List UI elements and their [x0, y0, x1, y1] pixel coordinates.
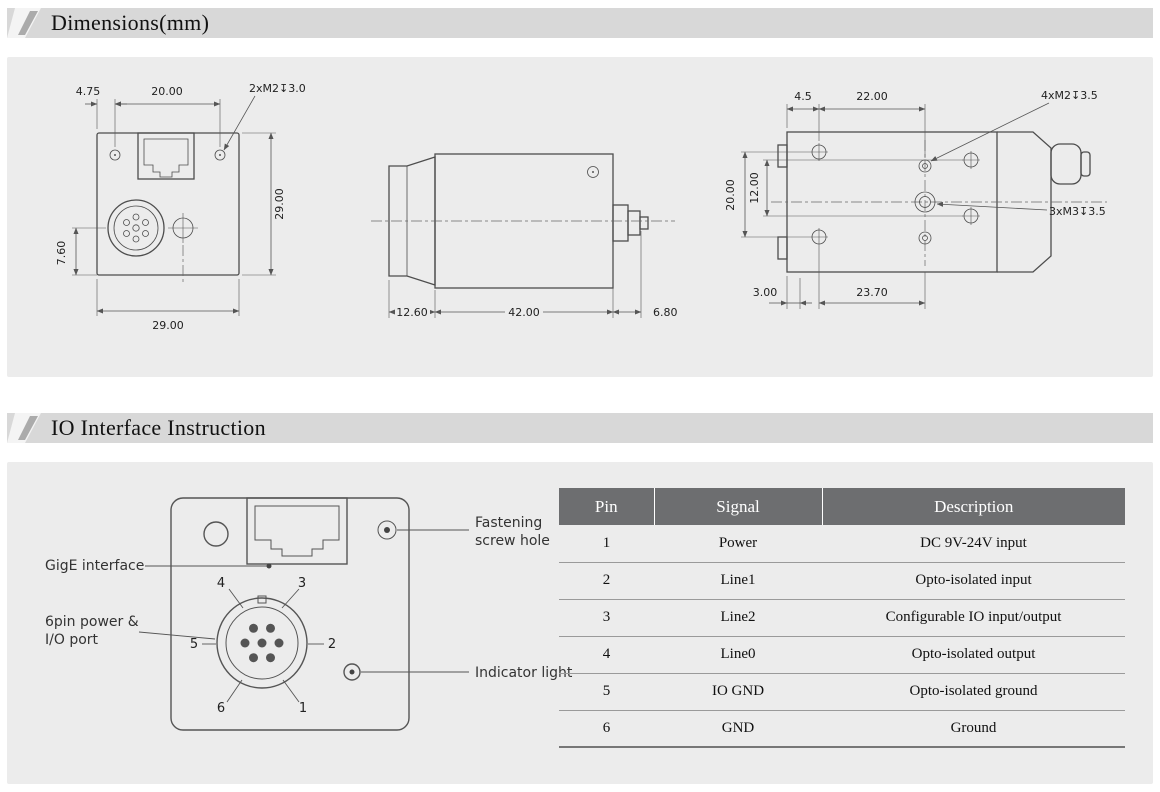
side-view-dimensions: 12.60 42.00 6.80	[388, 231, 678, 319]
cell-pin: 6	[559, 710, 654, 748]
col-header-description: Description	[821, 488, 1125, 525]
cell-description: Opto-isolated ground	[822, 673, 1125, 711]
gige-label: GigE interface	[45, 558, 144, 574]
cell-signal: Line1	[654, 562, 822, 600]
side-view-drawing: 12.60 42.00 6.80	[371, 153, 678, 319]
thread-note-2xm2: 2xM2↧3.0	[249, 82, 306, 95]
dim-hole-span-top: 22.00	[856, 90, 888, 103]
front-hole	[203, 521, 229, 547]
cell-pin: 3	[559, 599, 654, 637]
cell-signal: IO GND	[654, 673, 822, 711]
dim-offset-x: 4.5	[794, 90, 812, 103]
dim-rear-length: 6.80	[653, 306, 678, 319]
top-view-drawing: 4.5 22.00 4xM2↧3.5 20.00 12.00 3xM3↧3.5 …	[724, 89, 1107, 309]
indicator-light	[343, 663, 361, 681]
front-view-drawing: 4.75 20.00 2xM2↧3.0 29.00 7.60 29.00	[55, 82, 306, 332]
thread-note-3xm3: 3xM3↧3.5	[1049, 205, 1106, 218]
cell-pin: 1	[559, 525, 654, 563]
tripod-hole-crosshair	[168, 213, 198, 285]
dim-connector-height: 7.60	[55, 241, 68, 266]
mounting-holes-left	[810, 143, 828, 246]
gige-jack	[246, 497, 348, 565]
fastening-screw-hole	[377, 520, 397, 540]
pin-number-1: 1	[299, 701, 307, 716]
io-panel: GigE interface 6pin power & I/O port Fas…	[7, 462, 1153, 784]
cell-description: Opto-isolated output	[822, 636, 1125, 674]
dimensions-panel: 4.75 20.00 2xM2↧3.0 29.00 7.60 29.00	[7, 57, 1153, 377]
screw-hole-right	[214, 149, 226, 161]
top-view-body	[771, 131, 1107, 273]
side-screw	[587, 166, 599, 178]
callout-texts: GigE interface 6pin power & I/O port Fas…	[45, 515, 573, 716]
indicator-label: Indicator light	[475, 665, 573, 681]
power-label-line1: 6pin power &	[45, 614, 139, 630]
section-header-dimensions: Dimensions(mm)	[7, 8, 1153, 38]
io-port-diagram: GigE interface 6pin power & I/O port Fas…	[45, 497, 573, 731]
col-header-signal: Signal	[653, 488, 822, 525]
pin-number-5: 5	[190, 637, 198, 652]
fastening-label-line2: screw hole	[475, 533, 550, 549]
dim-inner-span: 12.00	[748, 172, 761, 204]
mounting-holes-right	[962, 151, 980, 225]
thread-note-4xm2: 4xM2↧3.5	[1041, 89, 1098, 102]
callout-leaders	[138, 529, 469, 703]
cell-signal: Line2	[654, 599, 822, 637]
dim-hole-span: 20.00	[151, 85, 183, 98]
camera-face	[170, 497, 410, 731]
six-pin-connector	[216, 595, 308, 689]
fastening-label-line1: Fastening	[475, 515, 542, 531]
pin-table: Pin Signal Description 1 Power DC 9V-24V…	[559, 488, 1125, 748]
section-slash-icon	[7, 8, 41, 38]
dim-hole-span-bottom: 23.70	[856, 286, 888, 299]
dim-body-length: 42.00	[508, 306, 540, 319]
col-header-pin: Pin	[559, 488, 654, 525]
side-view-body	[371, 153, 675, 289]
pin-number-3: 3	[298, 576, 306, 591]
table-row: 1 Power DC 9V-24V input	[559, 525, 1125, 563]
cell-description: Ground	[822, 710, 1125, 748]
dim-front-length: 12.60	[396, 306, 428, 319]
cell-pin: 2	[559, 562, 654, 600]
screw-hole-left	[109, 149, 121, 161]
front-view-body	[96, 132, 240, 285]
dim-height: 29.00	[273, 188, 286, 220]
power-label-line2: I/O port	[45, 632, 99, 648]
rear-block	[612, 204, 629, 242]
dim-width: 29.00	[152, 319, 184, 332]
dim-offset-bottom: 3.00	[753, 286, 778, 299]
table-row: 3 Line2 Configurable IO input/output	[559, 599, 1125, 637]
rear-connector-top	[1050, 143, 1082, 185]
dim-outer-span: 20.00	[724, 179, 737, 211]
table-row: 4 Line0 Opto-isolated output	[559, 636, 1125, 674]
cell-description: Configurable IO input/output	[822, 599, 1125, 637]
dim-offset-x: 4.75	[76, 85, 101, 98]
table-row: 2 Line1 Opto-isolated input	[559, 562, 1125, 600]
top-view-dimensions: 4.5 22.00 4xM2↧3.5 20.00 12.00 3xM3↧3.5 …	[724, 89, 1106, 309]
pin-number-4: 4	[217, 576, 225, 591]
pin-number-6: 6	[217, 701, 225, 716]
cell-signal: Power	[654, 525, 822, 563]
pin-number-2: 2	[328, 637, 336, 652]
cell-description: DC 9V-24V input	[822, 525, 1125, 563]
cell-description: Opto-isolated input	[822, 562, 1125, 600]
section-header-io: IO Interface Instruction	[7, 413, 1153, 443]
cell-pin: 5	[559, 673, 654, 711]
section-title-io: IO Interface Instruction	[51, 415, 266, 440]
cell-pin: 4	[559, 636, 654, 674]
cell-signal: Line0	[654, 636, 822, 674]
table-header-row: Pin Signal Description	[559, 488, 1125, 525]
rj45-jack	[143, 138, 189, 178]
table-row: 5 IO GND Opto-isolated ground	[559, 673, 1125, 711]
table-row: 6 GND Ground	[559, 710, 1125, 748]
section-title-dimensions: Dimensions(mm)	[51, 10, 210, 35]
section-slash-icon	[7, 413, 41, 443]
front-view-dimensions: 4.75 20.00 2xM2↧3.0 29.00 7.60 29.00	[55, 82, 306, 332]
power-connector	[107, 199, 165, 257]
cell-signal: GND	[654, 710, 822, 748]
